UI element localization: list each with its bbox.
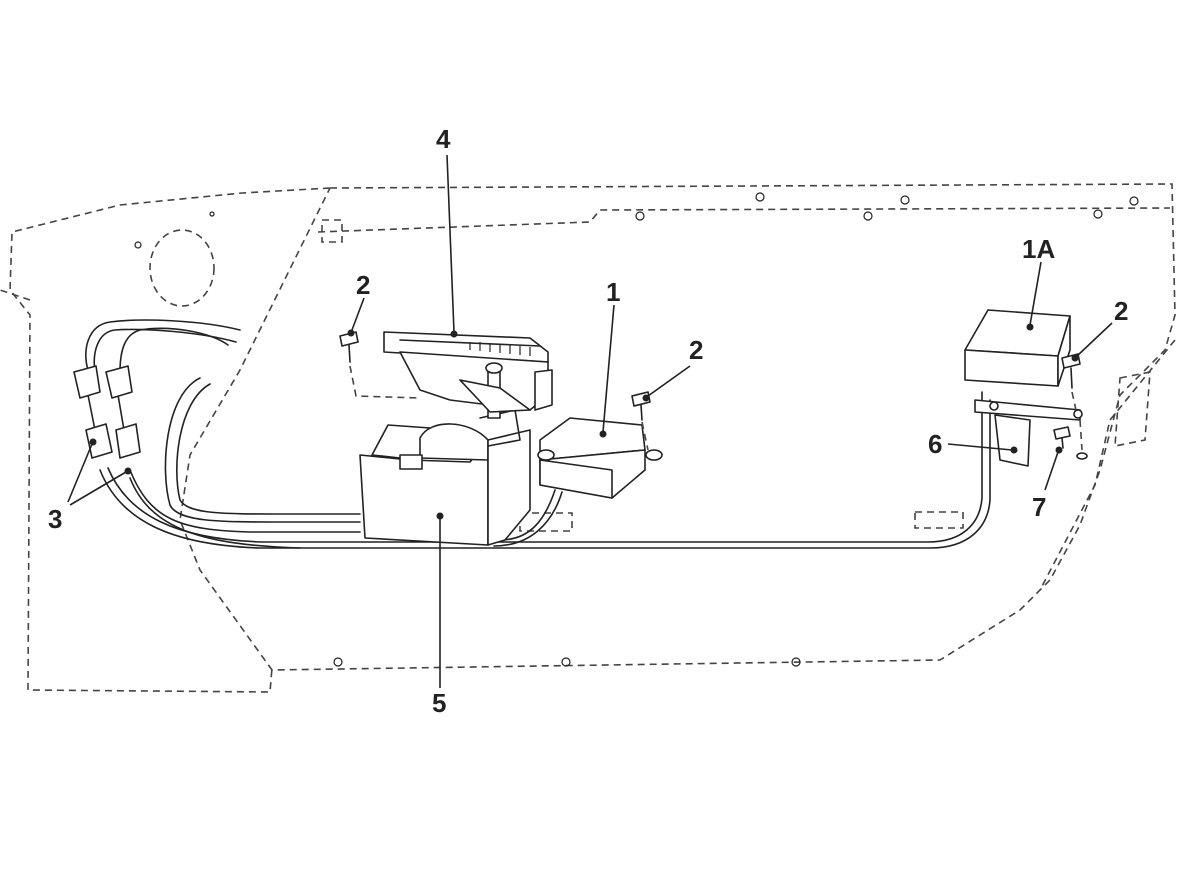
module-1-ear-right	[645, 449, 663, 461]
wire-top-b	[93, 328, 237, 373]
console-bracket-right-wall	[487, 429, 531, 546]
callout-2-middle: 2	[689, 335, 703, 365]
floor-slot-right	[914, 511, 964, 529]
leader-lines	[67, 154, 1113, 688]
callout-7: 7	[1032, 492, 1046, 522]
callout-1: 1	[606, 277, 620, 307]
leader-dot-1a	[1026, 323, 1034, 331]
right-bracket-outline	[1114, 371, 1151, 447]
connector-top-right	[105, 365, 133, 399]
shifter-post-cap	[485, 362, 503, 374]
main-panel-outline	[179, 183, 1176, 671]
panel-outline	[0, 183, 1176, 693]
leader-dot-7	[1055, 446, 1063, 454]
callout-2-left: 2	[356, 270, 370, 300]
bracket-6	[974, 399, 1083, 467]
wire-link-b	[117, 394, 125, 431]
leader-dot-5	[436, 512, 444, 520]
callout-5: 5	[432, 688, 446, 718]
module-1a-front	[964, 349, 1059, 387]
leader-dot-2-right	[1071, 354, 1079, 362]
console-bracket-tab	[399, 454, 423, 470]
callout-labels: 4 1 1A 2 2 2 3 5 6 7	[48, 124, 1128, 718]
module-1-front	[539, 459, 613, 499]
bracket-6-hole-right	[1073, 409, 1083, 419]
fasteners	[339, 331, 1088, 460]
wire-top-c	[119, 327, 229, 373]
wire-top-a	[85, 319, 241, 371]
console-bracket	[359, 409, 531, 546]
module-1a-top	[964, 309, 1071, 357]
module-1-ear-left	[537, 449, 555, 461]
leader-3-a	[67, 443, 93, 503]
inner-top-rail	[317, 207, 1171, 233]
bracket-6-hole-left	[989, 401, 999, 411]
clip-outline	[321, 219, 343, 243]
leader-1a	[1029, 261, 1042, 326]
callout-1a: 1A	[1022, 234, 1055, 264]
wire-link-a	[87, 394, 96, 431]
shifter-linkage	[459, 379, 531, 413]
harness-to-module1-b	[493, 491, 563, 547]
bracket-6-leg	[994, 414, 1031, 467]
connector-bottom-right	[115, 423, 141, 459]
leader-dot-6	[1010, 446, 1018, 454]
harness-upper-loop-inner	[176, 383, 361, 515]
connector-top-left	[73, 365, 101, 399]
console-bracket-hump	[419, 423, 489, 461]
callout-4: 4	[436, 124, 451, 154]
shifter-body	[399, 351, 549, 411]
screw-right	[1061, 353, 1081, 411]
right-inner-edge	[1039, 339, 1176, 591]
leader-3-b	[69, 471, 127, 506]
harness-branch-a	[129, 477, 301, 549]
module-1a-side	[1057, 315, 1071, 387]
leader-1	[602, 304, 615, 433]
leader-dot-3-b	[124, 467, 132, 475]
left-panel-outline	[9, 187, 331, 693]
harness-upper-loop-outer	[164, 377, 361, 523]
leader-dot-3-a	[89, 438, 97, 446]
connectors	[73, 365, 141, 459]
module-1	[537, 417, 663, 499]
panel-fastener-marks	[134, 192, 1139, 667]
floor-lower-edge	[0, 289, 31, 301]
shifter-side-arm	[534, 369, 553, 411]
harness-main-outer	[99, 399, 991, 549]
leader-dot-2-left	[347, 329, 355, 337]
leader-6	[947, 443, 1013, 451]
screw-left	[339, 331, 421, 399]
leader-2-middle	[647, 365, 691, 397]
floor-slot-center	[519, 512, 573, 532]
leader-4	[446, 154, 455, 333]
screw-7	[1053, 426, 1071, 449]
harness-lower-branch	[129, 469, 361, 533]
callout-6: 6	[928, 429, 942, 459]
shifter-plate-teeth	[469, 342, 531, 356]
shifter-mechanism	[383, 331, 553, 419]
callout-2-right: 2	[1114, 296, 1128, 326]
module-1a	[964, 309, 1071, 387]
harness-main-inner	[107, 391, 983, 543]
wiring-harness	[85, 319, 991, 549]
leader-2-right	[1076, 322, 1113, 357]
speaker-cutout	[149, 229, 215, 307]
callout-3: 3	[48, 504, 62, 534]
leader-7	[1044, 451, 1059, 491]
harness-to-module1	[499, 489, 556, 541]
nut-right	[1076, 419, 1088, 460]
leader-dot-4	[450, 330, 458, 338]
leader-dot-1	[599, 430, 607, 438]
leader-2-left	[351, 297, 365, 331]
leader-dot-2-middle	[642, 394, 650, 402]
